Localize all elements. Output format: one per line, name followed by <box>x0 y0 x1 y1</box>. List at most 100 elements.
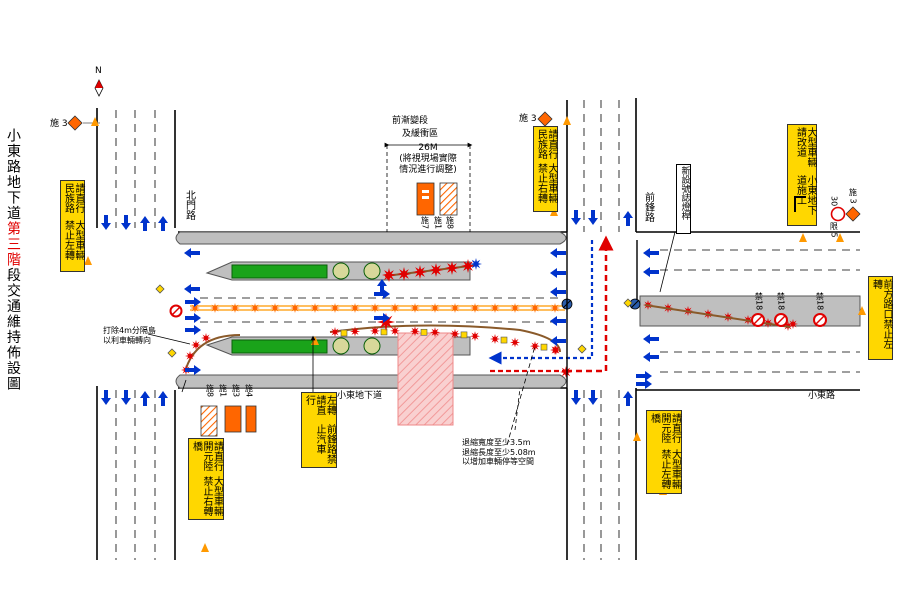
star-marker <box>429 263 443 277</box>
sign-right-front: 前方路口禁止左轉 <box>868 276 893 360</box>
star-marker <box>450 303 460 313</box>
star-marker <box>470 303 480 313</box>
star-marker <box>330 303 340 313</box>
code-shi3-top: 施 3 <box>519 112 537 124</box>
barricade-signs-bottom <box>200 405 257 437</box>
star-marker <box>530 341 540 352</box>
star-marker <box>370 325 380 336</box>
arrow-down <box>121 215 131 230</box>
road-xiaodong: 小東路 <box>808 389 835 401</box>
traffic-arrows <box>101 210 659 406</box>
code-xian5: 限 5 <box>829 222 839 238</box>
arrow-right <box>185 325 201 335</box>
shi3-sign-left <box>67 115 100 131</box>
star-marker <box>350 326 360 337</box>
arrow-left <box>550 336 566 346</box>
turn-arrow-icon <box>794 196 806 212</box>
star-marker <box>330 327 340 337</box>
arrow-left <box>184 284 200 294</box>
sign-left-truck-line2: 請直行民族路 <box>62 183 85 213</box>
road-qianfeng: 前鋒路 <box>642 192 654 222</box>
arrow-left <box>550 287 566 297</box>
sign-left-truck-line1: 大型車輛禁止左轉 <box>62 219 85 260</box>
new-signal-label: 新設號誌燈桿 <box>676 164 692 234</box>
star-marker <box>190 303 200 313</box>
star-marker <box>191 340 201 350</box>
transition-dimension <box>384 142 473 232</box>
star-marker <box>430 303 440 313</box>
star-marker <box>230 303 240 313</box>
arrow-down <box>588 210 598 225</box>
code-shi4: 施4 <box>244 384 254 398</box>
star-marker <box>510 303 520 313</box>
star-marker <box>250 303 260 313</box>
title-highlight: 第三階 <box>5 221 21 268</box>
sign-center-qianfeng: 前鋒路禁止汽車 左轉請直行 <box>301 392 337 468</box>
north-arrow-icon <box>94 79 104 97</box>
star-markers-mid <box>190 303 560 313</box>
star-marker <box>270 303 280 313</box>
arrow-left <box>643 248 659 258</box>
code-jin18-b: 禁18 <box>776 292 786 311</box>
barricade-signs-top <box>416 182 458 216</box>
star-marker <box>370 303 380 313</box>
arrow-up <box>158 216 168 231</box>
star-marker <box>201 333 211 343</box>
star-marker <box>510 337 520 348</box>
transition-length: 26M <box>418 143 437 153</box>
arrow-left <box>643 334 659 344</box>
speed-limit-sign <box>830 206 846 222</box>
code-shi3-bottom: 施3 <box>231 384 241 398</box>
star-marker <box>210 303 220 313</box>
title-suffix: 段交通維持佈設圖 <box>5 267 21 392</box>
note-retreat: 退縮寬度至少3.5m 退縮長度至少5.08m 以增加車輛停等空間 <box>462 438 536 467</box>
star-marker <box>445 261 459 275</box>
star-marker <box>470 331 480 342</box>
arrow-leader <box>514 387 521 431</box>
code-shi3-left: 施 3 <box>50 117 68 129</box>
sign-left-truck: 大型車輛禁止左轉 請直行民族路 <box>60 180 85 272</box>
signal-poles <box>561 232 641 388</box>
note-retreat-line3: 以增加車輛停等空間 <box>462 457 534 467</box>
note-island: 打除4m分隔島 以利車輛轉向 <box>103 326 156 345</box>
title-prefix: 小東路地下道 <box>5 128 21 221</box>
star-marker <box>410 303 420 313</box>
shi3-sign-right <box>845 206 861 222</box>
detour-red <box>490 235 614 373</box>
star-marker <box>470 258 482 270</box>
green-medians <box>231 262 381 355</box>
sign-bottom-right-truck: 大型車輛禁止左轉 請直行開元陸橋 <box>646 410 682 494</box>
sign-bottom-left-truck: 大型車輛禁止右轉 請直行開元陸橋 <box>188 438 224 520</box>
north-label: N <box>95 66 102 76</box>
diamond-markers <box>155 284 633 358</box>
road-beimen: 北門路 <box>183 190 195 220</box>
arrow-left <box>550 268 566 278</box>
code-jin18-a: 禁18 <box>754 292 764 311</box>
star-marker <box>551 345 561 355</box>
star-marker <box>350 303 360 313</box>
star-marker <box>310 303 320 313</box>
sign-top-truck-line1: 大型車輛禁止右轉 <box>535 163 558 204</box>
star-marker <box>490 303 500 313</box>
sign-center-line2: 左轉請直行 <box>303 395 336 415</box>
star-marker <box>490 334 500 344</box>
star-marker <box>461 259 475 273</box>
arrow-right <box>636 379 652 389</box>
star-marker <box>390 325 400 336</box>
code-jin18-c: 禁18 <box>815 292 825 311</box>
transition-line2: 及緩衝區 <box>402 127 438 139</box>
arrow-right <box>185 297 201 307</box>
note-retreat-line2: 退縮長度至少5.08m <box>462 447 536 457</box>
page-title: 小東路地下道第三階段交通維持佈設圖 <box>3 128 23 568</box>
arrow-left <box>184 248 200 258</box>
star-marker <box>290 303 300 313</box>
cone-line-upper <box>382 258 482 282</box>
square-marker <box>540 343 548 351</box>
arrow-down <box>571 390 581 405</box>
star-marker <box>550 303 560 313</box>
code-shi8-bottom: 施8 <box>205 384 215 398</box>
star-marker <box>788 319 798 329</box>
star-marker <box>185 351 195 361</box>
arrow-left <box>550 248 566 258</box>
detour-blue <box>488 240 594 365</box>
